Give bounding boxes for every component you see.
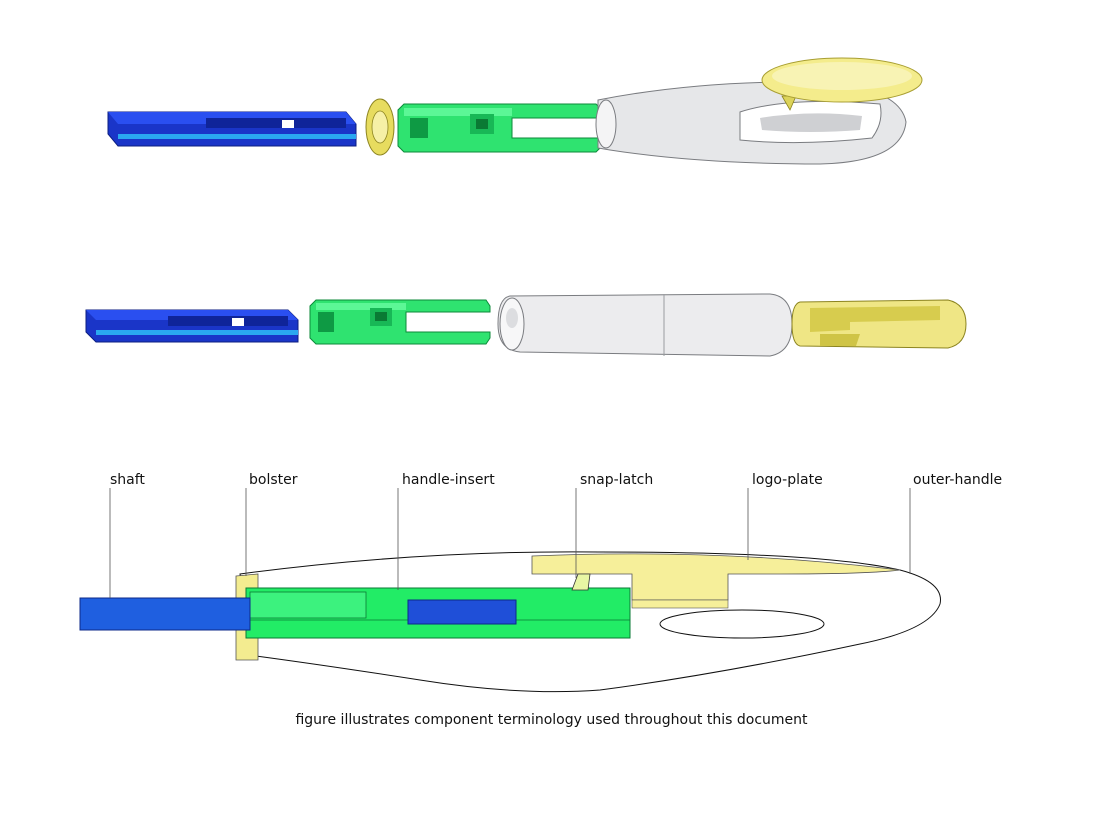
shaft-part-middle: [85, 309, 299, 343]
bolster-part-top: [365, 98, 395, 156]
snap-latch-section: [571, 573, 591, 591]
label-bolster: bolster: [249, 472, 298, 488]
logo-plate-part-middle: [791, 299, 967, 349]
exploded-view-top: [107, 57, 923, 165]
logo-plate-part-top: [761, 57, 923, 111]
label-outer-handle: outer-handle: [913, 472, 1003, 488]
label-handle-insert: handle-insert: [402, 472, 495, 488]
handle-insert-inner: [249, 591, 367, 619]
outer-handle-part-middle: [497, 293, 793, 357]
handle-opening: [659, 609, 825, 639]
logo-plate-mount: [631, 599, 729, 609]
label-snap-latch: snap-latch: [580, 472, 654, 488]
handle-insert-part-middle: [309, 299, 491, 345]
outer-handle-part-top: [595, 81, 907, 165]
shaft-section: [79, 597, 251, 631]
exploded-view-middle: [85, 293, 967, 357]
handle-insert-part-top: [397, 103, 603, 153]
shaft-part-top: [107, 111, 357, 147]
shaft-tang: [407, 599, 517, 625]
label-shaft: shaft: [110, 472, 145, 488]
leader-lines: [109, 488, 911, 598]
cross-section: [79, 488, 941, 693]
label-logo-plate: logo-plate: [752, 472, 823, 488]
figure-caption: figure illustrates component terminology…: [295, 712, 808, 728]
logo-plate-section: [531, 553, 901, 601]
